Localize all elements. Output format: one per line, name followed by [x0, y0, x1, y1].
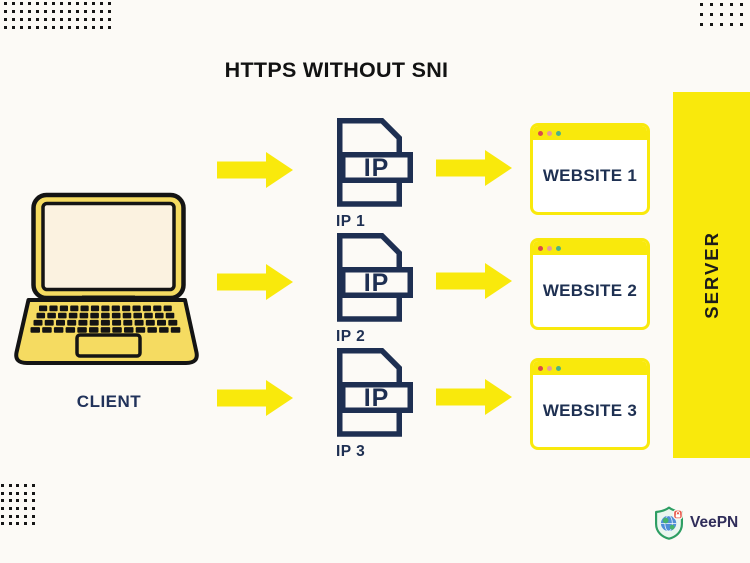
- window-dot-green-icon: [556, 245, 561, 251]
- brand-logo: VeePN: [654, 506, 738, 540]
- arrow-ip3-to-website3: [436, 379, 512, 415]
- window-dot-green-icon: [556, 365, 561, 371]
- window-titlebar: [533, 126, 647, 140]
- window-dot-red-icon: [538, 245, 543, 251]
- server-label: SERVER: [700, 231, 722, 319]
- window-dot-red-icon: [538, 130, 543, 136]
- ip-file-icon: IP: [337, 233, 413, 322]
- laptop-touchpad: [75, 333, 142, 358]
- ip-file-group-1: IP IP 1: [333, 114, 419, 231]
- arrow-ip1-to-website1: [436, 150, 512, 186]
- window-dot-pink-icon: [547, 130, 552, 136]
- website-window-1: WEBSITE 1: [530, 123, 650, 215]
- website-window-2: WEBSITE 2: [530, 238, 650, 330]
- arrow-ip2-to-website2: [436, 263, 512, 299]
- svg-text:IP: IP: [364, 154, 390, 182]
- svg-text:IP: IP: [364, 269, 390, 297]
- ip-label-3: IP 3: [336, 443, 366, 460]
- window-titlebar: [533, 241, 647, 255]
- client-label: CLIENT: [76, 392, 142, 411]
- arrow-client-to-ip3: [217, 380, 293, 416]
- ip-label-2: IP 2: [336, 328, 366, 345]
- window-dot-pink-icon: [547, 245, 552, 251]
- ip-file-group-3: IP IP 3: [333, 344, 419, 461]
- ip-file-group-2: IP IP 2: [333, 229, 419, 346]
- window-dot-green-icon: [556, 130, 561, 136]
- website-window-3: WEBSITE 3: [530, 358, 650, 450]
- window-dot-pink-icon: [547, 365, 552, 371]
- server-bar: SERVER: [673, 92, 750, 458]
- website-name-2: WEBSITE 2: [542, 281, 638, 300]
- dot-pattern-top-right: [700, 3, 750, 26]
- window-titlebar: [533, 361, 647, 375]
- website-name-1: WEBSITE 1: [542, 166, 638, 185]
- ip-file-icon: IP: [337, 118, 413, 207]
- laptop-keys: [30, 305, 181, 333]
- diagram-title: HTTPS WITHOUT SNI: [224, 58, 449, 82]
- arrow-client-to-ip2: [217, 264, 293, 300]
- veepn-shield-globe-icon: [655, 506, 683, 540]
- ip-file-icon: IP: [337, 348, 413, 437]
- website-name-3: WEBSITE 3: [542, 401, 638, 420]
- window-dot-red-icon: [538, 365, 543, 371]
- client-group: CLIENT: [14, 192, 204, 411]
- svg-text:IP: IP: [364, 384, 390, 412]
- arrow-client-to-ip1: [217, 152, 293, 188]
- dot-pattern-bottom-left: [1, 484, 35, 526]
- ip-label-1: IP 1: [336, 213, 366, 230]
- brand-name: VeePN: [690, 514, 739, 531]
- laptop-icon: [14, 192, 199, 365]
- dot-pattern-top-left: [4, 2, 111, 29]
